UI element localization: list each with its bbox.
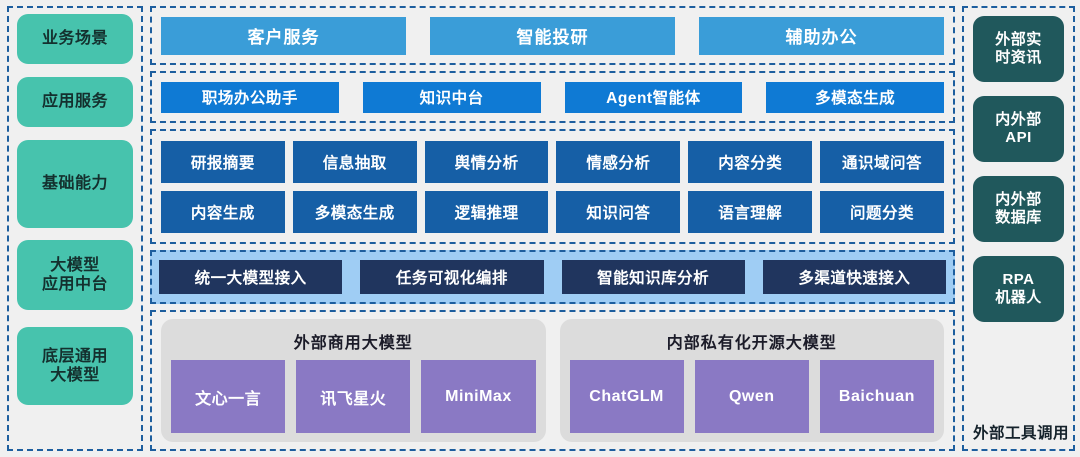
model-chips-internal: ChatGLM Qwen Baichuan	[569, 360, 935, 433]
app-service-knowledge-hub[interactable]: 知识中台	[362, 81, 541, 113]
model-chip-baichuan[interactable]: Baichuan	[819, 360, 935, 433]
model-chip-qwen[interactable]: Qwen	[694, 360, 809, 433]
model-chip-chatglm[interactable]: ChatGLM	[569, 360, 684, 433]
platform-task-visual-orchestration[interactable]: 任务可视化编排	[360, 260, 544, 294]
section-application-services: 职场办公助手 知识中台 Agent智能体 多模态生成	[150, 71, 955, 123]
platform-unified-llm-access[interactable]: 统一大模型接入	[159, 260, 343, 294]
layer-foundation-llm[interactable]: 底层通用 大模型	[17, 327, 133, 405]
model-chip-spark[interactable]: 讯飞星火	[296, 360, 411, 433]
platform-row: 统一大模型接入 任务可视化编排 智能知识库分析 多渠道快速接入	[159, 260, 946, 294]
layer-llm-application-platform[interactable]: 大模型 应用中台	[17, 240, 133, 310]
layer-application-service[interactable]: 应用服务	[17, 77, 133, 127]
model-chip-ernie[interactable]: 文心一言	[171, 360, 286, 433]
tool-rpa-robot[interactable]: RPA 机器人	[973, 256, 1064, 322]
layer-basic-capability[interactable]: 基础能力	[17, 140, 133, 228]
app-service-multimodal-generation[interactable]: 多模态生成	[766, 81, 944, 113]
app-service-agent[interactable]: Agent智能体	[564, 81, 743, 113]
section-llm-platform: 统一大模型接入 任务可视化编排 智能知识库分析 多渠道快速接入	[150, 250, 955, 304]
section-foundation-models: 外部商用大模型 文心一言 讯飞星火 MiniMax 内部私有化开源大模型 Cha…	[150, 310, 955, 451]
capability-language-understanding[interactable]: 语言理解	[688, 190, 813, 233]
scenario-row: 客户服务 智能投研 辅助办公	[161, 16, 944, 55]
model-panels: 外部商用大模型 文心一言 讯飞星火 MiniMax 内部私有化开源大模型 Cha…	[161, 319, 944, 442]
scenario-assisted-office[interactable]: 辅助办公	[699, 16, 944, 55]
model-chip-minimax[interactable]: MiniMax	[421, 360, 536, 433]
scenario-customer-service[interactable]: 客户服务	[161, 16, 406, 55]
scenario-intelligent-research[interactable]: 智能投研	[430, 16, 675, 55]
capability-row-1: 研报摘要 信息抽取 舆情分析 情感分析 内容分类 通识域问答	[161, 140, 944, 183]
platform-multichannel-fast-access[interactable]: 多渠道快速接入	[762, 260, 946, 294]
external-tools-caption: 外部工具调用	[973, 425, 1070, 442]
capability-multimodal-generation[interactable]: 多模态生成	[292, 190, 417, 233]
platform-intelligent-knowledge-base-analysis[interactable]: 智能知识库分析	[561, 260, 745, 294]
tool-external-realtime-news[interactable]: 外部实 时资讯	[973, 16, 1064, 82]
app-service-workplace-assistant[interactable]: 职场办公助手	[161, 81, 339, 113]
capability-knowledge-qa[interactable]: 知识问答	[556, 190, 681, 233]
tool-internal-external-api[interactable]: 内外部 API	[973, 96, 1064, 162]
section-business-scenarios: 客户服务 智能投研 辅助办公	[150, 6, 955, 65]
app-service-row: 职场办公助手 知识中台 Agent智能体 多模态生成	[161, 81, 944, 113]
capability-sentiment-analysis[interactable]: 情感分析	[556, 140, 681, 183]
capability-question-classification[interactable]: 问题分类	[820, 190, 944, 233]
model-panel-external-commercial: 外部商用大模型 文心一言 讯飞星火 MiniMax	[161, 319, 546, 442]
model-panel-title-external: 外部商用大模型	[293, 335, 413, 352]
layer-business-scenario[interactable]: 业务场景	[17, 14, 133, 64]
layers-content-column: 客户服务 智能投研 辅助办公 职场办公助手 知识中台 Agent智能体 多模态生…	[150, 6, 955, 451]
section-basic-capabilities: 研报摘要 信息抽取 舆情分析 情感分析 内容分类 通识域问答 内容生成 多模态生…	[150, 129, 955, 244]
capability-report-summary[interactable]: 研报摘要	[161, 140, 285, 183]
model-chips-external: 文心一言 讯飞星火 MiniMax	[171, 360, 536, 433]
model-panel-internal-opensource: 内部私有化开源大模型 ChatGLM Qwen Baichuan	[559, 319, 944, 442]
model-panel-title-internal: 内部私有化开源大模型	[666, 335, 837, 352]
capability-row-2: 内容生成 多模态生成 逻辑推理 知识问答 语言理解 问题分类	[161, 190, 944, 233]
tool-internal-external-database[interactable]: 内外部 数据库	[973, 176, 1064, 242]
external-tools-column: 外部实 时资讯 内外部 API 内外部 数据库 RPA 机器人 外部工具调用	[962, 6, 1075, 451]
capability-logical-reasoning[interactable]: 逻辑推理	[424, 190, 549, 233]
capability-content-classification[interactable]: 内容分类	[688, 140, 813, 183]
layer-labels-column: 业务场景 应用服务 基础能力 大模型 应用中台 底层通用 大模型	[7, 6, 143, 451]
capability-public-opinion-analysis[interactable]: 舆情分析	[424, 140, 549, 183]
capability-content-generation[interactable]: 内容生成	[161, 190, 285, 233]
capability-general-domain-qa[interactable]: 通识域问答	[820, 140, 944, 183]
capability-information-extraction[interactable]: 信息抽取	[292, 140, 417, 183]
